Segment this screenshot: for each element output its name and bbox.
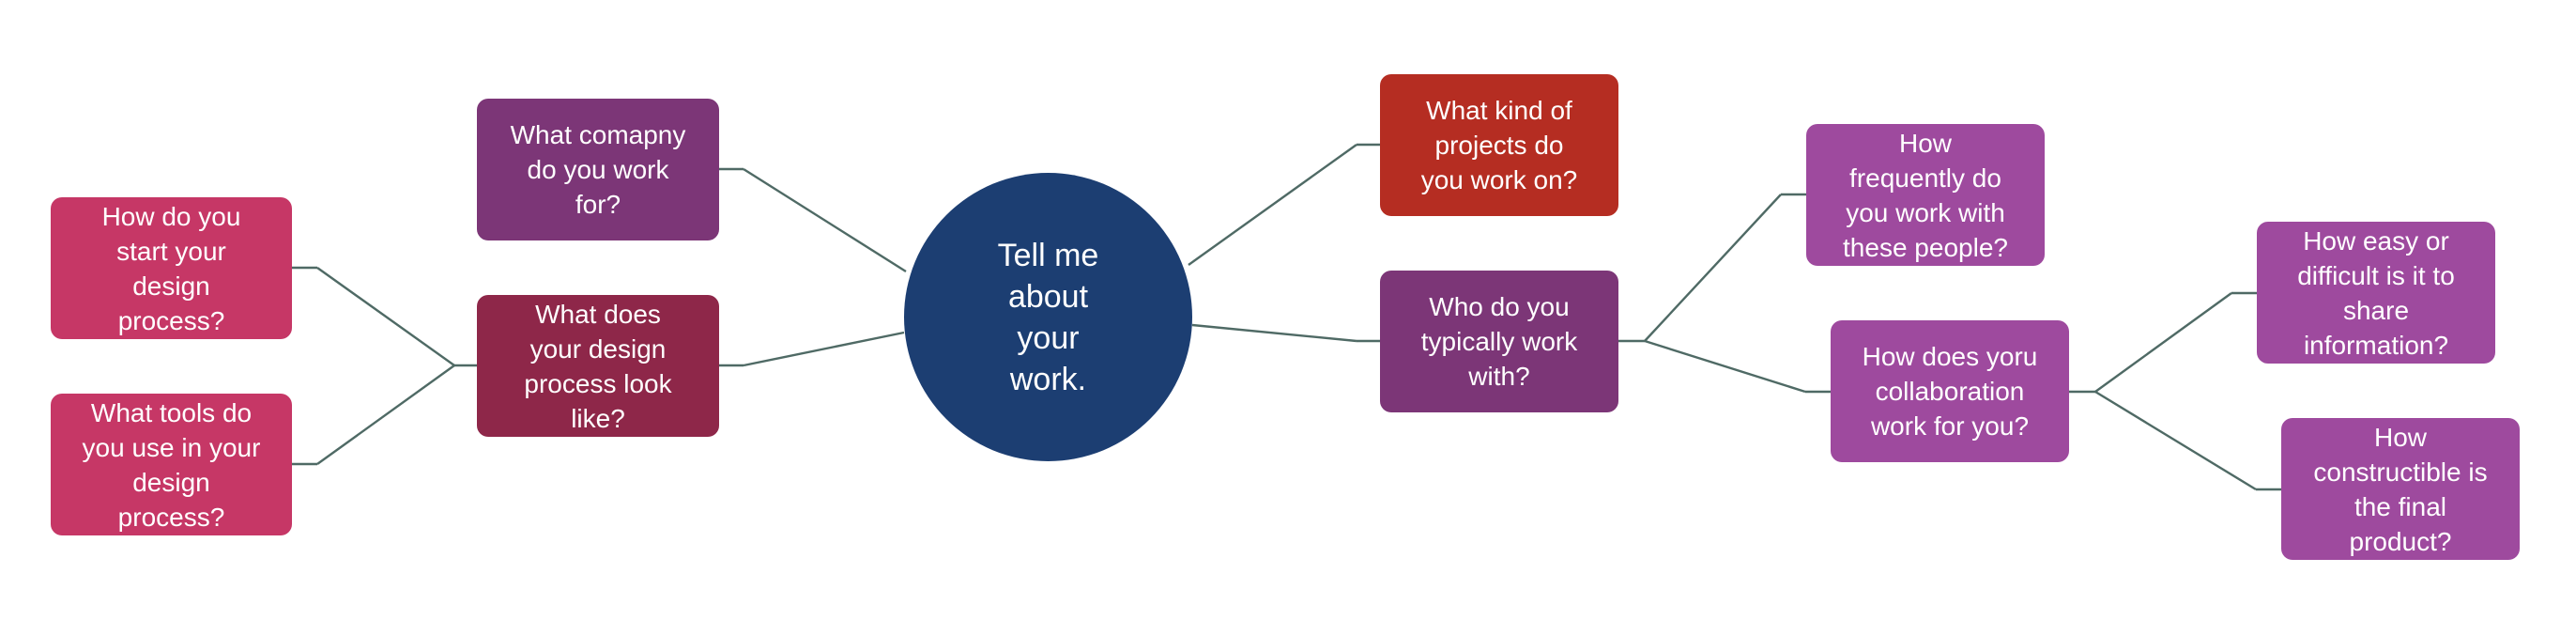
connector-hub-constructible bbox=[2094, 390, 2257, 491]
node-start-process[interactable]: How do you start your design process? bbox=[51, 197, 292, 339]
connector-hub-start bbox=[316, 267, 455, 366]
node-collaboration-label: How does yoru collaboration work for you… bbox=[1862, 342, 2038, 441]
central-topic-label: Tell me about your work. bbox=[997, 237, 1099, 397]
node-frequency-label: How frequently do you work with these pe… bbox=[1843, 128, 2008, 262]
connector-hub-tools bbox=[316, 364, 455, 465]
connector-center-projects bbox=[1188, 144, 1357, 266]
node-constructible-label: How constructible is the final product? bbox=[2313, 422, 2488, 556]
node-share-information-label: How easy or difficult is it to share inf… bbox=[2297, 225, 2455, 360]
node-collaboration[interactable]: How does yoru collaboration work for you… bbox=[1831, 320, 2069, 462]
node-constructible[interactable]: How constructible is the final product? bbox=[2281, 418, 2520, 560]
node-frequency[interactable]: How frequently do you work with these pe… bbox=[1806, 124, 2045, 266]
node-company-label: What comapny do you work for? bbox=[510, 120, 686, 219]
node-share-information[interactable]: How easy or difficult is it to share inf… bbox=[2257, 222, 2495, 364]
node-who-label: Who do you typically work with? bbox=[1420, 292, 1578, 391]
central-topic[interactable]: Tell me about your work. bbox=[904, 173, 1192, 461]
connector-hub-share bbox=[2094, 292, 2232, 393]
node-projects-label: What kind of projects do you work on? bbox=[1420, 96, 1578, 194]
node-start-process-label: How do you start your design process? bbox=[101, 201, 241, 335]
connector-center-company bbox=[743, 167, 907, 273]
node-company[interactable]: What comapny do you work for? bbox=[477, 99, 719, 240]
node-design-process[interactable]: What does your design process look like? bbox=[477, 295, 719, 437]
connector-center-process bbox=[743, 331, 905, 367]
node-design-process-label: What does your design process look like? bbox=[524, 299, 672, 433]
node-who[interactable]: Who do you typically work with? bbox=[1380, 271, 1618, 412]
connector-hub-collaboration bbox=[1644, 339, 1806, 394]
node-design-tools[interactable]: What tools do you use in your design pro… bbox=[51, 394, 292, 535]
connector-center-who bbox=[1191, 323, 1357, 343]
node-design-tools-label: What tools do you use in your design pro… bbox=[82, 397, 261, 532]
connector-hub-frequency bbox=[1644, 194, 1782, 342]
node-projects[interactable]: What kind of projects do you work on? bbox=[1380, 74, 1618, 216]
